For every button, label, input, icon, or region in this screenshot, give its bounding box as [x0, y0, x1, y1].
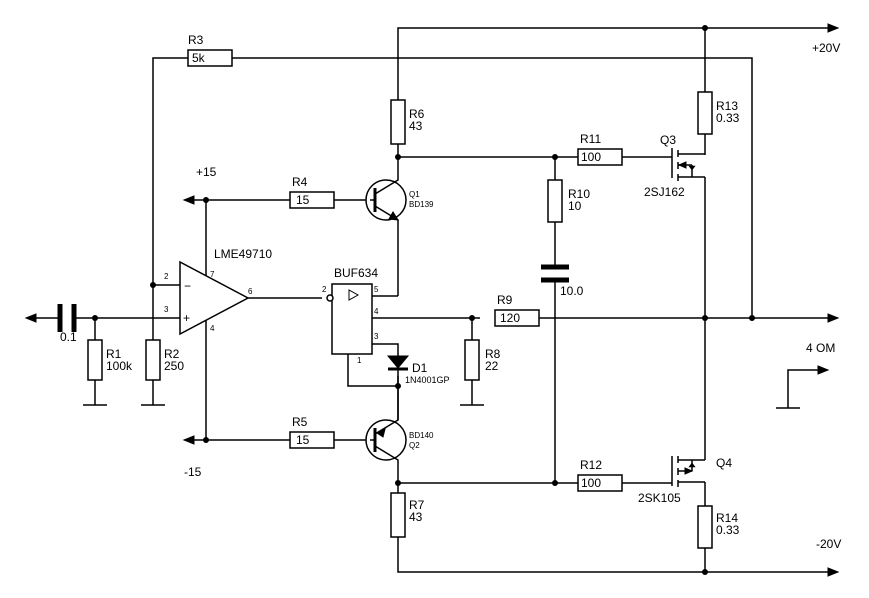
q4-part: 2SK105 — [638, 491, 681, 505]
r1-value: 100k — [106, 359, 133, 373]
mosfet-q4: Q4 2SK105 — [638, 318, 732, 505]
r4-ref: R4 — [292, 175, 308, 189]
r1-ref: R1 — [106, 347, 122, 361]
q1-ref: Q1 — [409, 190, 420, 199]
input-terminal — [24, 313, 60, 323]
opamp-inverting-sign: − — [184, 279, 191, 293]
r7-value: 43 — [409, 510, 423, 524]
svg-text:4: 4 — [210, 324, 215, 333]
buffer-buf634: 2 5 4 3 1 BUF634 — [322, 266, 480, 387]
r3-value: 5k — [192, 51, 206, 65]
r14-value: 0.33 — [716, 523, 740, 537]
r12-value: 100 — [581, 476, 601, 490]
resistor-r2: R2 250 — [141, 282, 184, 406]
mosfet-q3: Q3 2SJ162 — [644, 133, 706, 318]
resistor-r12: R12 100 — [577, 458, 672, 492]
r6-ref: R6 — [409, 107, 425, 121]
r9-value: 120 — [500, 311, 520, 325]
q1-part: BD139 — [409, 200, 434, 209]
negative-rail: -20V — [397, 537, 841, 577]
d1-part: 1N4001GP — [405, 375, 450, 385]
opamp-lme49710: 2 3 − + 7 4 6 LME49710 — [153, 200, 322, 440]
r13-ref: R13 — [716, 99, 738, 113]
r11-ref: R11 — [580, 132, 601, 146]
svg-text:7: 7 — [210, 270, 215, 279]
capacitor-c10: 10.0 — [541, 264, 584, 486]
svg-text:3: 3 — [164, 305, 169, 314]
resistor-r4: R4 15 — [289, 175, 370, 209]
svg-text:1: 1 — [357, 356, 362, 365]
resistor-r14: R14 0.33 — [697, 482, 740, 549]
svg-text:2: 2 — [322, 285, 327, 294]
transistor-q1: Q1 BD139 — [365, 157, 434, 296]
d1-ref: D1 — [412, 361, 428, 375]
c10-value: 10.0 — [560, 284, 584, 298]
svg-text:2: 2 — [164, 272, 169, 281]
r3-ref: R3 — [188, 33, 204, 47]
opamp-noninverting-sign: + — [183, 311, 190, 325]
r10-ref: R10 — [568, 187, 590, 201]
r5-value: 15 — [296, 433, 310, 447]
resistor-r1: R1 100k — [83, 315, 133, 406]
input-cap-value: 0.1 — [60, 330, 77, 344]
q3-ref: Q3 — [660, 133, 676, 147]
positive-rail: +20V — [397, 23, 840, 100]
r9-ref: R9 — [497, 293, 513, 307]
resistor-r9: R9 120 — [494, 293, 840, 327]
resistor-r7: R7 43 — [390, 480, 578, 538]
q3-part: 2SJ162 — [644, 185, 685, 199]
r8-value: 22 — [485, 359, 499, 373]
buffer-name: BUF634 — [334, 266, 378, 280]
r10-value: 10 — [568, 199, 582, 213]
resistor-r10: R10 10 — [547, 154, 590, 265]
r6-value: 43 — [409, 119, 423, 133]
positive-rail-label: +20V — [812, 41, 840, 55]
r14-ref: R14 — [716, 511, 738, 525]
r8-ref: R8 — [485, 347, 501, 361]
q2-part: BD140 — [409, 431, 434, 440]
svg-text:4: 4 — [374, 307, 379, 316]
r7-ref: R7 — [409, 498, 425, 512]
resistor-r6: R6 43 — [390, 99, 578, 160]
opamp-pos-rail-label: +15 — [196, 165, 217, 179]
q2-ref: Q2 — [409, 441, 420, 450]
resistor-r11: R11 100 — [577, 132, 672, 166]
r2-ref: R2 — [164, 347, 180, 361]
load-label: 4 OM — [806, 341, 835, 355]
load-symbol: 4 OM — [776, 341, 835, 409]
resistor-r8: R8 22 — [460, 315, 501, 406]
opamp-negative-supply: -15 — [182, 435, 290, 479]
opamp-neg-rail-label: -15 — [184, 465, 202, 479]
transistor-q2: BD140 Q2 — [365, 376, 434, 483]
r13-value: 0.33 — [716, 111, 740, 125]
svg-text:6: 6 — [248, 287, 253, 296]
r5-ref: R5 — [292, 415, 308, 429]
opamp-name: LME49710 — [214, 247, 272, 261]
r12-ref: R12 — [580, 458, 602, 472]
resistor-r5: R5 15 — [289, 415, 370, 449]
r2-value: 250 — [164, 359, 184, 373]
q4-ref: Q4 — [716, 456, 732, 470]
opamp-positive-supply: +15 — [182, 165, 290, 205]
resistor-r13: R13 0.33 — [697, 91, 740, 155]
input-capacitor: 0.1 — [57, 304, 180, 344]
r4-value: 15 — [296, 193, 310, 207]
svg-text:5: 5 — [374, 285, 379, 294]
resistor-r3: R3 5k — [152, 33, 753, 318]
negative-rail-label: -20V — [816, 537, 841, 551]
svg-text:3: 3 — [374, 332, 379, 341]
diode-d1: D1 1N4001GP — [386, 355, 450, 420]
r11-value: 100 — [581, 150, 601, 164]
